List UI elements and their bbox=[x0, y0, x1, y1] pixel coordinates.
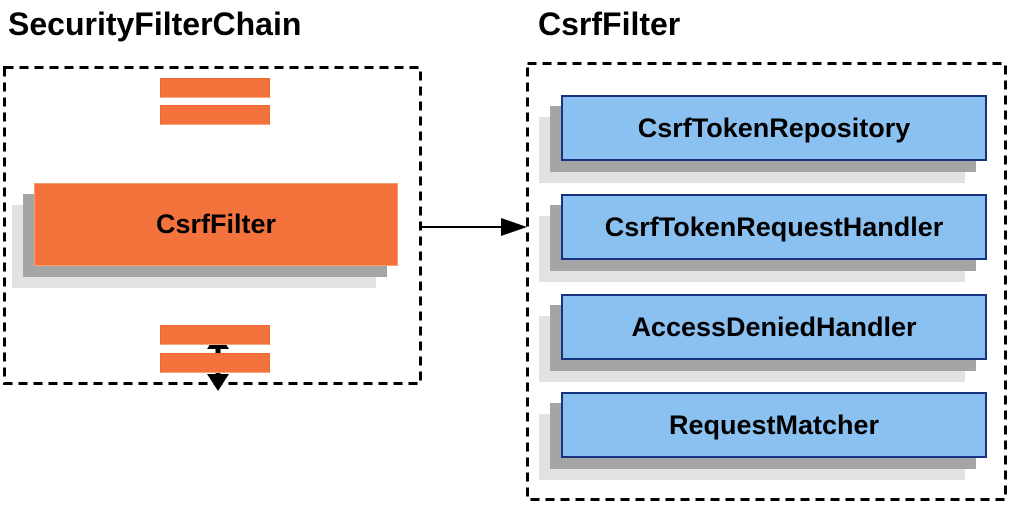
filter-bar bbox=[160, 325, 270, 345]
filter-bar bbox=[160, 78, 270, 98]
csrf-filter-panel bbox=[526, 62, 1007, 501]
filter-bar bbox=[160, 105, 270, 125]
security-filter-chain-title: SecurityFilterChain bbox=[8, 6, 302, 42]
dashed-border bbox=[526, 62, 1007, 501]
csrf-token-repository-box: CsrfTokenRepository bbox=[561, 95, 987, 161]
csrf-token-request-handler-box: CsrfTokenRequestHandler bbox=[561, 194, 987, 260]
csrf-filter-box: CsrfFilter bbox=[34, 183, 398, 266]
security-filter-chain-panel: CsrfFilter bbox=[3, 66, 422, 391]
dashed-border bbox=[3, 66, 422, 385]
filter-bar bbox=[160, 353, 270, 373]
access-denied-handler-box: AccessDeniedHandler bbox=[561, 294, 987, 360]
arrow-right-icon bbox=[422, 218, 527, 236]
request-matcher-box: RequestMatcher bbox=[561, 392, 987, 458]
csrf-filter-title: CsrfFilter bbox=[538, 6, 681, 42]
